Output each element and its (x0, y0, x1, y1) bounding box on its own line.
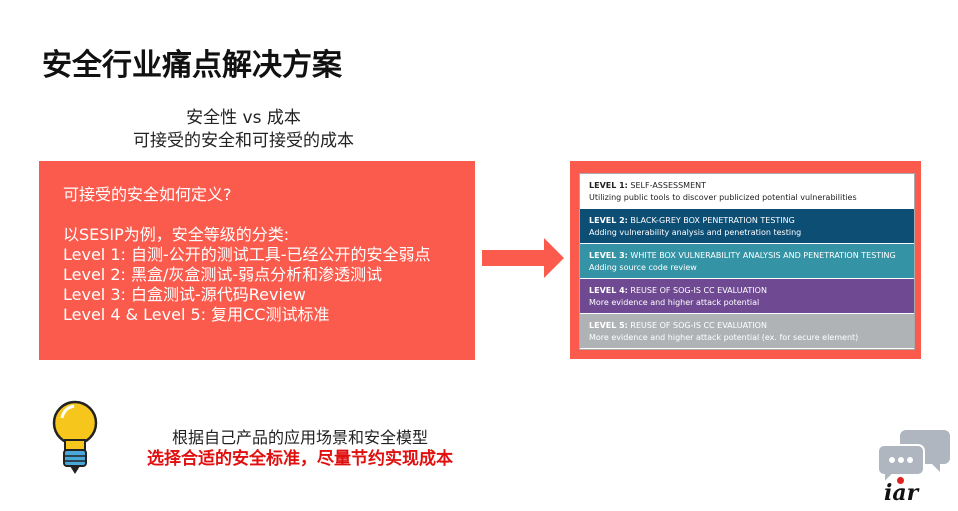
level-line: Level 2: 黑盒/灰盒测试-弱点分析和渗透测试 (39, 265, 475, 285)
level-title: REUSE OF SOG-IS CC EVALUATION (630, 286, 767, 295)
question-text: 可接受的安全如何定义? (39, 185, 475, 205)
level-desc: More evidence and higher attack potentia… (589, 332, 905, 344)
subtitle-line-2: 可接受的安全和可接受的成本 (0, 126, 487, 151)
level-row: LEVEL 3: WHITE BOX VULNERABILITY ANALYSI… (580, 244, 914, 279)
level-label: LEVEL 4: (589, 286, 628, 295)
level-title: WHITE BOX VULNERABILITY ANALYSIS AND PEN… (630, 251, 895, 260)
logo-dot (897, 477, 904, 484)
level-line: Level 1: 自测-公开的测试工具-已经公开的安全弱点 (39, 245, 475, 265)
level-row: LEVEL 4: REUSE OF SOG-IS CC EVALUATION Mo… (580, 279, 914, 314)
lightbulb-icon (50, 398, 100, 478)
level-label: LEVEL 5: (589, 321, 628, 330)
level-desc: More evidence and higher attack potentia… (589, 297, 905, 309)
chat-bubbles-icon (876, 425, 952, 485)
security-definition-box: 可接受的安全如何定义? 以SESIP为例，安全等级的分类: Level 1: 自… (39, 161, 475, 360)
level-label: LEVEL 2: (589, 216, 628, 225)
level-label: LEVEL 3: (589, 251, 628, 260)
level-row: LEVEL 5: REUSE OF SOG-IS CC EVALUATION Mo… (580, 314, 914, 349)
level-desc: Adding source code review (589, 262, 905, 274)
level-desc: Utilizing public tools to discover publi… (589, 192, 905, 204)
level-title: REUSE OF SOG-IS CC EVALUATION (630, 321, 767, 330)
subtitle-line-1: 安全性 vs 成本 (0, 103, 487, 128)
level-line: Level 3: 白盒测试-源代码Review (39, 285, 475, 305)
level-label: LEVEL 1: (589, 181, 628, 190)
sesip-levels-panel: LEVEL 1: SELF-ASSESSMENT Utilizing public… (570, 161, 921, 359)
level-line: Level 4 & Level 5: 复用CC测试标准 (39, 305, 475, 325)
level-title: BLACK-GREY BOX PENETRATION TESTING (630, 216, 794, 225)
level-desc: Adding vulnerability analysis and penetr… (589, 227, 905, 239)
page-title: 安全行业痛点解决方案 (42, 40, 342, 84)
level-title: SELF-ASSESSMENT (630, 181, 706, 190)
level-row: LEVEL 1: SELF-ASSESSMENT Utilizing public… (580, 174, 914, 209)
right-arrow-icon (482, 238, 566, 278)
bottom-note-2: 选择合适的安全标准，尽量节约实现成本 (100, 444, 500, 469)
intro-text: 以SESIP为例，安全等级的分类: (39, 225, 475, 245)
level-row: LEVEL 2: BLACK-GREY BOX PENETRATION TEST… (580, 209, 914, 244)
